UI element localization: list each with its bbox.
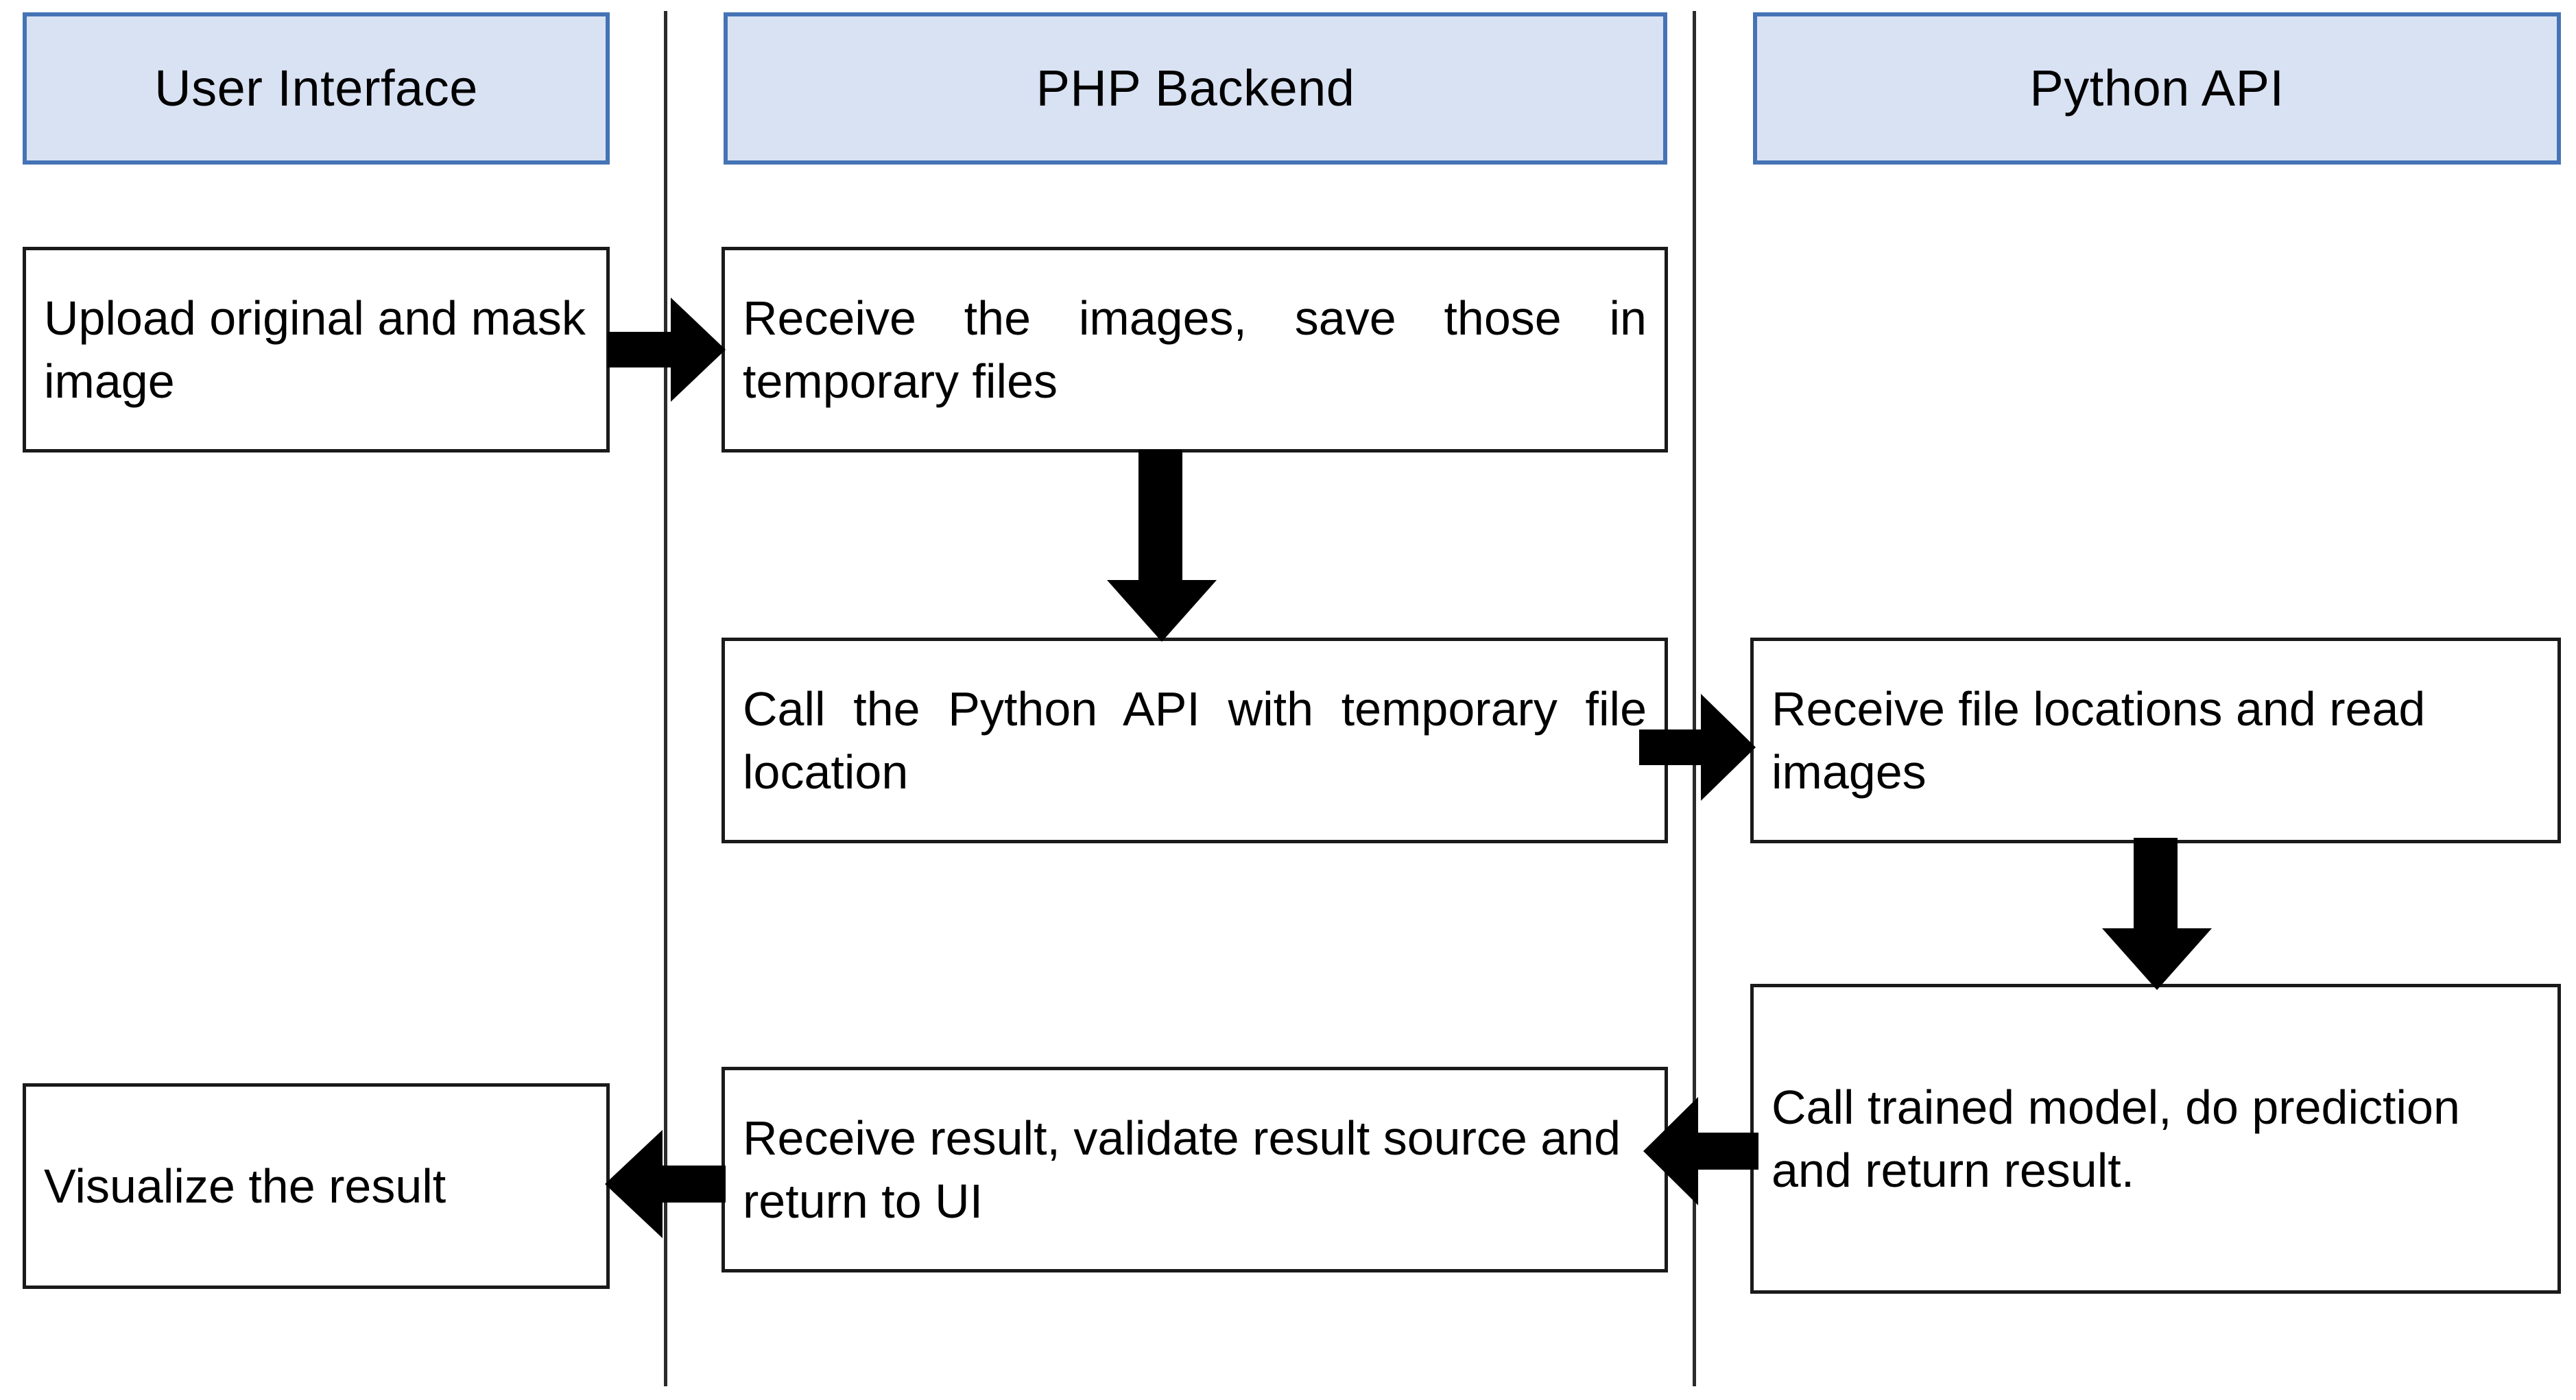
arrow-receive-images-to-call-api: [1107, 450, 1217, 642]
lane-header-user-interface[interactable]: User Interface: [23, 12, 610, 165]
node-upload-original-and-mask-image[interactable]: Upload original and mask image: [23, 247, 610, 452]
arrow-receive-locations-to-call-model: [2102, 838, 2212, 990]
node-receive-the-images[interactable]: Receive the images, save those in tempor…: [721, 247, 1668, 452]
node-text: Call trained model, do prediction and re…: [1772, 1080, 2460, 1197]
node-call-the-python-api[interactable]: Call the Python API with temporary file …: [721, 638, 1668, 843]
node-visualize-the-result[interactable]: Visualize the result: [23, 1083, 610, 1289]
lane-header-label: User Interface: [154, 60, 478, 117]
arrow-call-api-to-receive-locations: [1639, 694, 1756, 801]
node-text: Upload original and mask image: [44, 291, 586, 408]
node-receive-file-locations[interactable]: Receive file locations and read images: [1750, 638, 2561, 843]
lane-divider-ui-php: [664, 11, 667, 1386]
node-text: Receive result, validate result source a…: [743, 1111, 1621, 1228]
arrow-upload-to-receive-images: [608, 298, 726, 402]
node-call-trained-model[interactable]: Call trained model, do prediction and re…: [1750, 984, 2561, 1294]
node-text: Receive the images, save those in tempor…: [743, 291, 1647, 408]
node-text: Call the Python API with temporary file …: [743, 681, 1647, 799]
lane-header-label: Python API: [2029, 60, 2285, 117]
node-text: Receive file locations and read images: [1772, 681, 2426, 799]
lane-header-python-api[interactable]: Python API: [1753, 12, 2561, 165]
arrow-receive-result-to-visualize: [605, 1130, 726, 1238]
lane-header-php-backend[interactable]: PHP Backend: [724, 12, 1667, 165]
node-text: Visualize the result: [44, 1159, 446, 1213]
node-receive-result-validate[interactable]: Receive result, validate result source a…: [721, 1067, 1668, 1272]
lane-divider-php-api: [1693, 11, 1696, 1386]
lane-header-label: PHP Backend: [1036, 60, 1355, 117]
arrow-call-model-to-receive-result: [1643, 1097, 1758, 1205]
